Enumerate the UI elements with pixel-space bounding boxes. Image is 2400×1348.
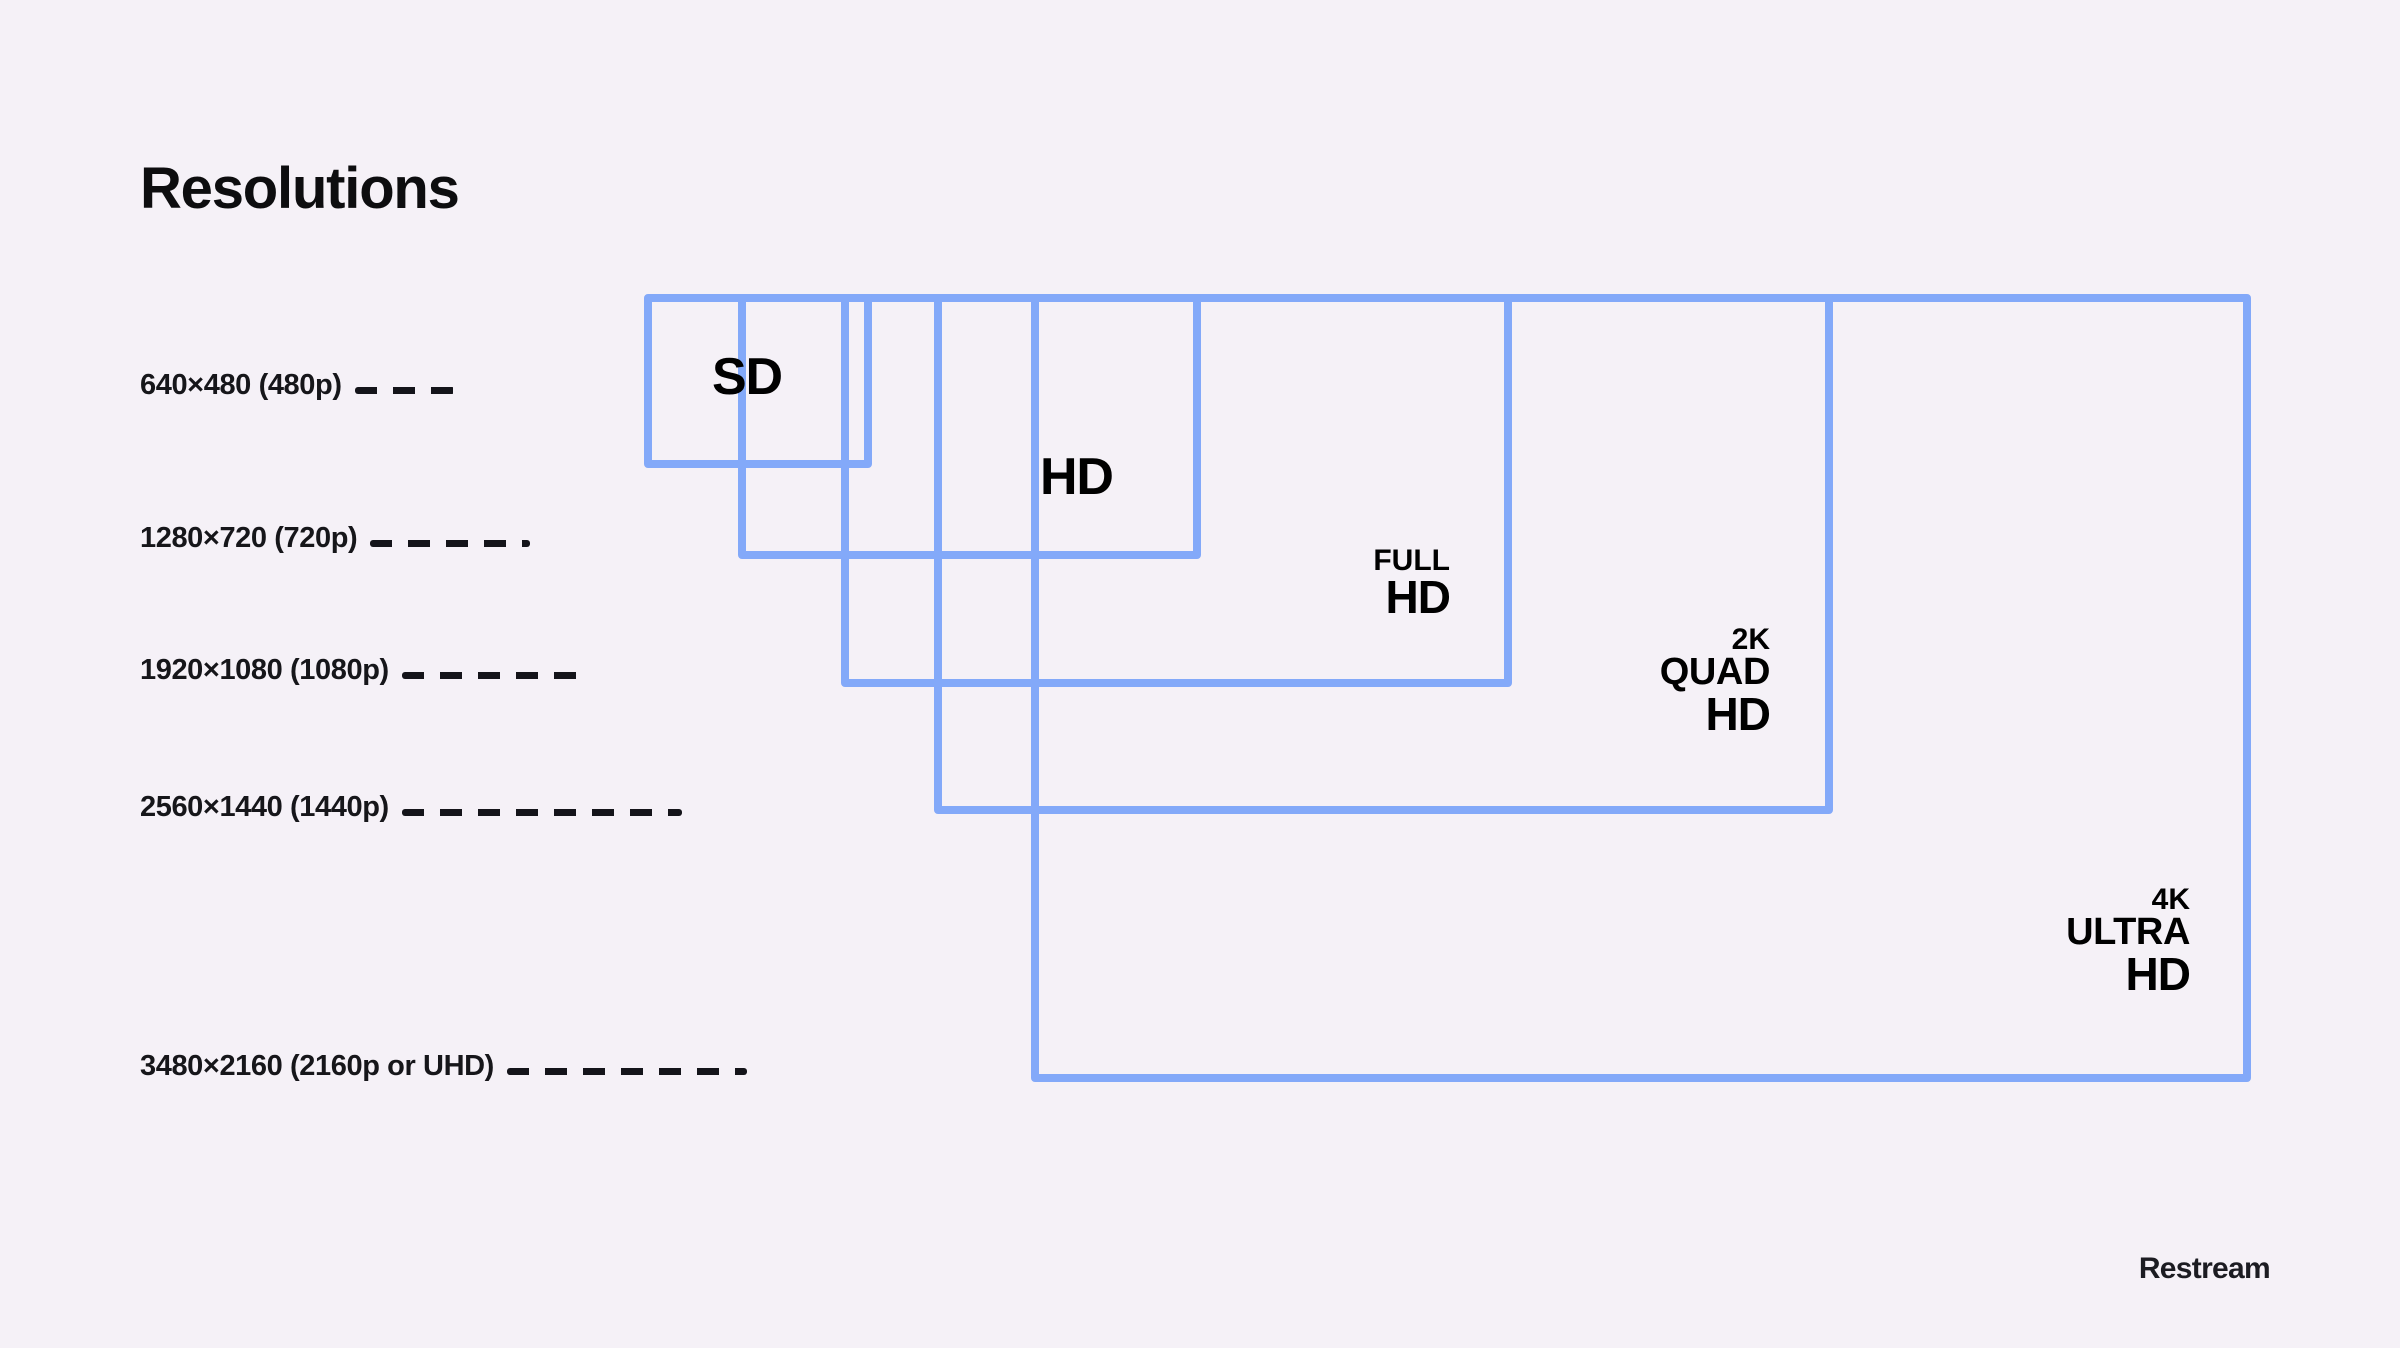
caption-line: HD bbox=[1385, 571, 1451, 624]
leader-line-720p bbox=[370, 539, 531, 547]
leader-line-480p bbox=[354, 386, 455, 394]
box-caption-hd: HD bbox=[1040, 448, 1114, 506]
box-caption-sd: SD bbox=[712, 348, 783, 406]
leader-line-1080p bbox=[401, 671, 592, 679]
caption-line: HD bbox=[2125, 947, 2191, 1000]
caption-line: HD bbox=[1040, 448, 1114, 506]
caption-line: ULTRA bbox=[2066, 911, 2190, 954]
resolution-label-480p: 640×480 (480p) bbox=[140, 365, 455, 405]
restream-brand-logo: Restream bbox=[2138, 1252, 2271, 1285]
resolution-label-text: 1280×720 (720p) bbox=[140, 521, 358, 554]
box-caption-full-hd: FULL HD bbox=[1220, 544, 1451, 624]
box-hd bbox=[738, 294, 1201, 559]
resolution-label-2160p: 3480×2160 (2160p or UHD) bbox=[140, 1046, 747, 1086]
resolution-label-text: 3480×2160 (2160p or UHD) bbox=[140, 1049, 494, 1082]
resolution-label-1080p: 1920×1080 (1080p) bbox=[140, 650, 592, 690]
resolution-label-text: 1920×1080 (1080p) bbox=[140, 653, 389, 686]
caption-line: SD bbox=[712, 348, 783, 406]
caption-line: FULL bbox=[1373, 544, 1450, 577]
page-title: Resolutions bbox=[140, 156, 460, 221]
caption-line: 4K bbox=[2151, 883, 2190, 916]
resolution-label-720p: 1280×720 (720p) bbox=[140, 518, 531, 558]
caption-line: HD bbox=[1705, 687, 1771, 740]
leader-line-2160p bbox=[506, 1067, 747, 1075]
resolution-label-text: 2560×1440 (1440p) bbox=[140, 790, 389, 823]
resolution-label-1440p: 2560×1440 (1440p) bbox=[140, 787, 682, 827]
box-full-hd bbox=[841, 294, 1512, 687]
resolution-label-text: 640×480 (480p) bbox=[140, 368, 342, 401]
caption-line: 2K bbox=[1731, 623, 1770, 656]
caption-line: QUAD bbox=[1659, 651, 1771, 694]
box-caption-ultra-hd: 4K ULTRA HD bbox=[1960, 883, 2191, 1000]
box-caption-quad-hd: 2K QUAD HD bbox=[1540, 623, 1771, 740]
leader-line-1440p bbox=[401, 808, 682, 816]
